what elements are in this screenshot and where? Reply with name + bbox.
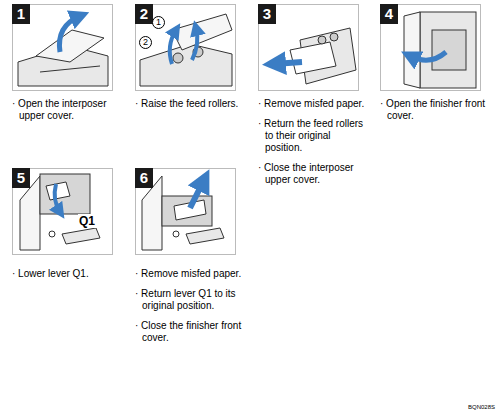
number-text: 1 (156, 17, 161, 27)
figure-code: BQN028S (468, 404, 495, 410)
motion-arrow (55, 184, 60, 212)
instruction-text: · Close the interposer upper cover. (258, 162, 370, 186)
instruction-text: · Remove misfed paper. (135, 268, 247, 280)
instruction-text: · Raise the feed rollers. (135, 98, 247, 110)
number-text: 2 (143, 37, 148, 47)
callout-number: 2 (139, 36, 152, 49)
motion-arrow (192, 28, 197, 60)
interposer-drawing (18, 30, 108, 86)
step-number: 1 (12, 4, 30, 24)
misfeed-drawing (290, 28, 356, 84)
motion-arrow (410, 52, 446, 60)
part-label: Q1 (78, 214, 96, 228)
motion-arrow (274, 62, 302, 64)
instruction-text: · Return lever Q1 to its original positi… (135, 288, 247, 312)
feed-roller-drawing (140, 14, 232, 86)
callout-number: 1 (152, 16, 165, 29)
step-number: 4 (380, 4, 398, 24)
finisher-paper-drawing (142, 176, 224, 250)
instruction-text: · Open the interposer upper cover. (12, 98, 124, 122)
instruction-text: · Return the feed rollers to their origi… (258, 118, 370, 154)
step-number: 3 (258, 4, 276, 24)
motion-arrow (170, 30, 176, 64)
number-text: 3 (263, 5, 271, 22)
instruction-text: · Remove misfed paper. (258, 98, 370, 110)
lever-drawing (20, 174, 100, 250)
instruction-text: · Close the finisher front cover. (135, 320, 247, 344)
step-number: 2 (135, 4, 153, 24)
number-text: 6 (140, 169, 148, 186)
number-text: 2 (140, 5, 148, 22)
number-text: 4 (385, 5, 393, 22)
panel-frame (13, 5, 481, 255)
number-text: 1 (17, 5, 25, 22)
step-number: 5 (12, 168, 30, 188)
instruction-text: · Lower lever Q1. (12, 268, 124, 280)
motion-arrow (190, 180, 204, 208)
step-number: 6 (135, 168, 153, 188)
instruction-text: · Open the finisher front cover. (380, 98, 492, 122)
motion-arrow (59, 16, 80, 52)
finisher-drawing (404, 12, 476, 88)
number-text: 5 (17, 169, 25, 186)
